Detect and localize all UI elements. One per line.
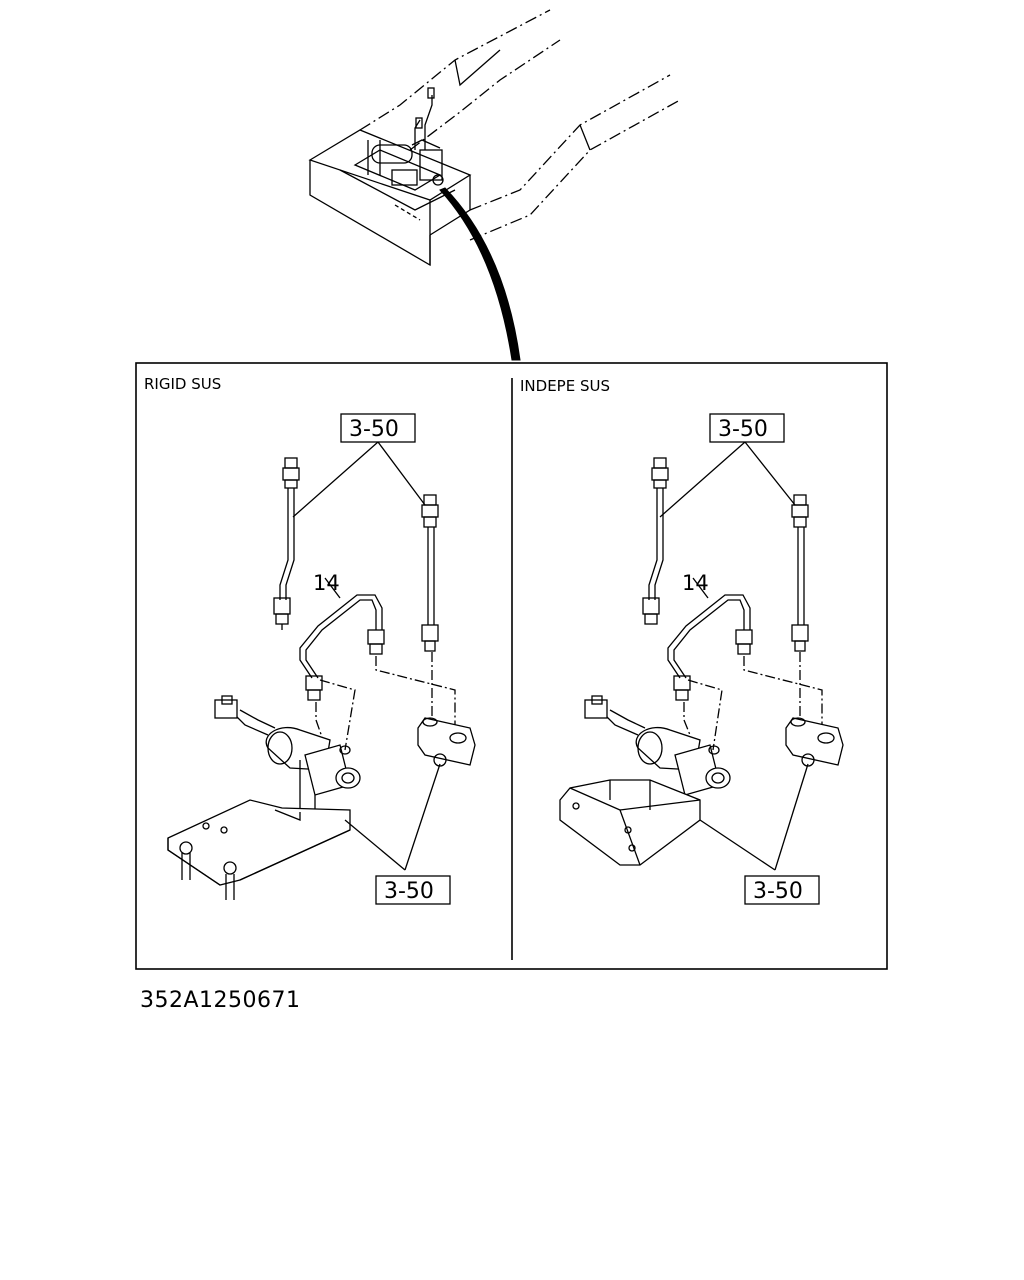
frame-overview-drawing	[308, 9, 681, 267]
rigid-sus-drawing	[167, 413, 476, 905]
detail-frame	[135, 362, 888, 970]
callout-box-left-bottom	[375, 875, 451, 905]
callout-left-top: 3-50	[349, 417, 399, 442]
panel-title-rigid: RIGID SUS	[144, 375, 221, 393]
callout-right-top: 3-50	[718, 417, 768, 442]
callout-left-bottom: 3-50	[384, 879, 434, 904]
callout-box-left-top	[340, 413, 416, 443]
callout-box-right-bottom	[744, 875, 820, 905]
panel-title-indepe: INDEPE SUS	[520, 377, 610, 395]
drawing-code: 352A1250671	[140, 988, 301, 1013]
callout-box-right-top	[709, 413, 785, 443]
detail-pointer	[439, 187, 521, 361]
callout-right-bottom: 3-50	[753, 879, 803, 904]
part-number-left: 14	[313, 571, 340, 595]
part-number-right: 14	[682, 571, 709, 595]
indepe-sus-drawing	[559, 413, 844, 905]
